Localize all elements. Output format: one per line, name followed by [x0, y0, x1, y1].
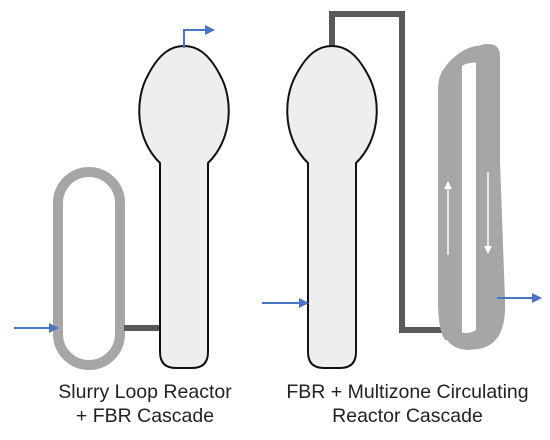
- fbr-reactor-right: [286, 44, 378, 369]
- multizone-circulating-reactor: [438, 44, 506, 351]
- caption-left-line1: Slurry Loop Reactor: [58, 381, 232, 403]
- overhead-transfer-pipe: [329, 11, 444, 333]
- caption-fbr-multizone: FBR + Multizone Circulating Reactor Casc…: [270, 380, 545, 428]
- slurry-loop-reactor: [53, 167, 125, 370]
- fbr-reactor-left: [138, 44, 230, 369]
- caption-slurry-loop-fbr: Slurry Loop Reactor + FBR Cascade: [30, 380, 260, 428]
- caption-left-line2: + FBR Cascade: [75, 405, 215, 427]
- caption-right-line2: Reactor Cascade: [332, 405, 483, 427]
- caption-right-line1: FBR + Multizone Circulating: [286, 381, 529, 403]
- outlet-arrow-left: [183, 25, 215, 48]
